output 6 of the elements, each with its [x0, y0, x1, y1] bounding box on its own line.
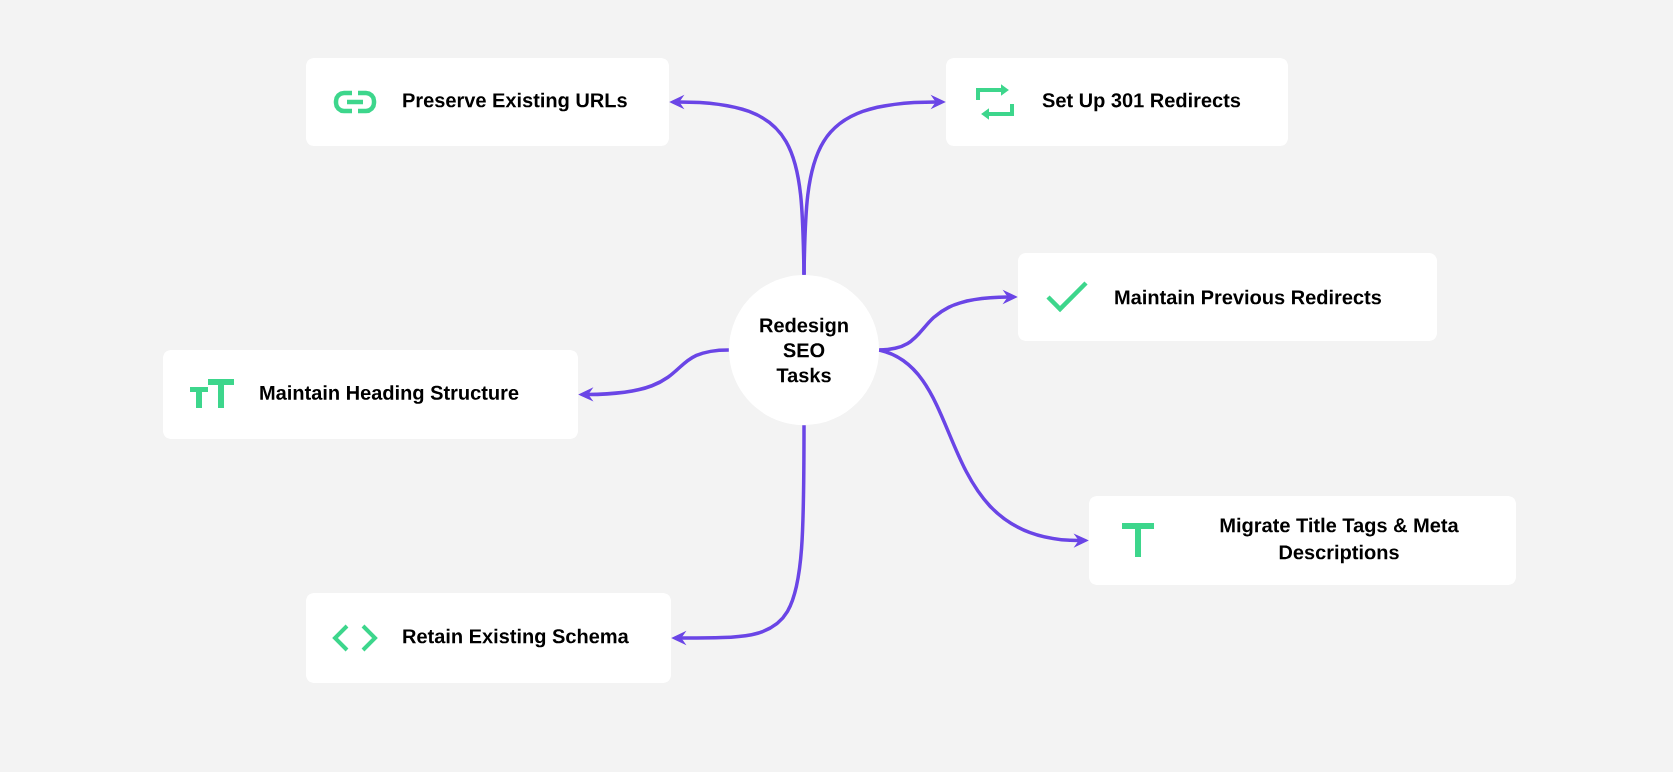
task-box: Maintain Heading Structure — [163, 350, 578, 439]
task-box: Maintain Previous Redirects — [1018, 253, 1437, 341]
task-box: Preserve Existing URLs — [306, 58, 669, 146]
task-box: Retain Existing Schema — [306, 593, 671, 683]
task-box: Set Up 301 Redirects — [946, 58, 1288, 146]
task-box: Migrate Title Tags & Meta Descriptions — [1089, 496, 1516, 585]
